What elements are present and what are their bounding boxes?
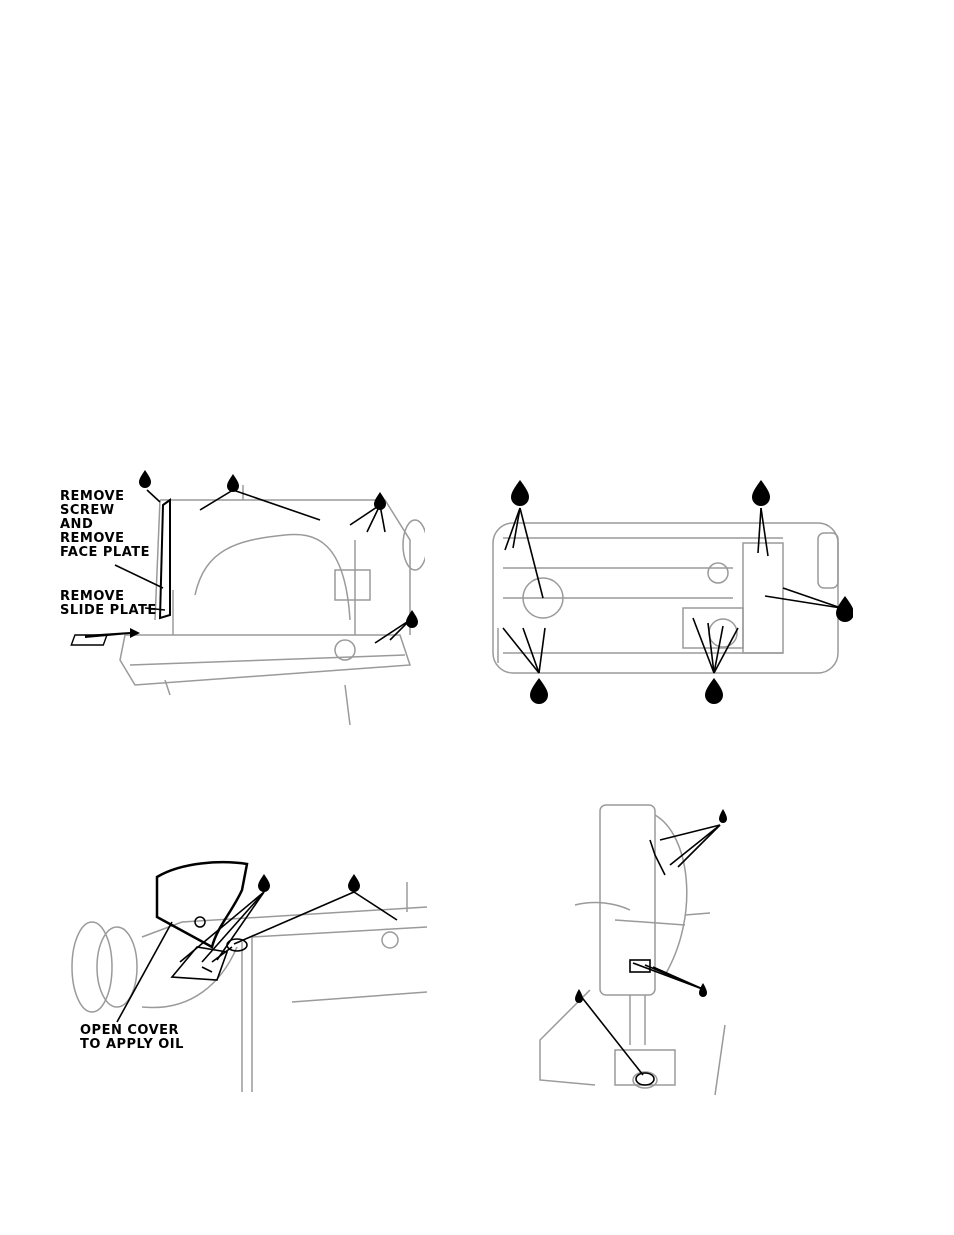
needle-head-illustration — [535, 795, 735, 1110]
figure-underside — [483, 478, 853, 708]
remove-slide-plate-label: REMOVE SLIDE PLATE — [60, 590, 180, 618]
figure-open-cover: OPEN COVER TO APPLY OIL — [62, 852, 427, 1092]
cover-illustration — [62, 852, 427, 1092]
figure-needle-head — [535, 795, 735, 1110]
figure-face-plate: REMOVE SCREW AND REMOVE FACE PLATE REMOV… — [55, 470, 425, 725]
open-cover-label: OPEN COVER TO APPLY OIL — [80, 1024, 240, 1052]
machine-underside-illustration — [483, 478, 853, 708]
remove-face-plate-label: REMOVE SCREW AND REMOVE FACE PLATE — [60, 490, 180, 560]
